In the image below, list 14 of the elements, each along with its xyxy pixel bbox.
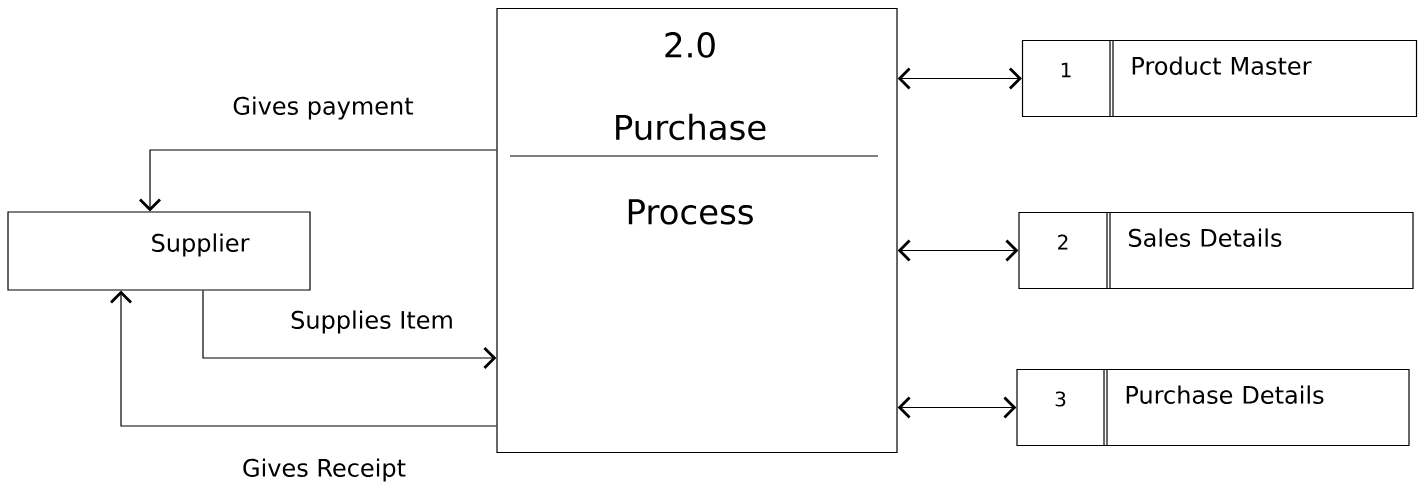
edge-label: Gives Receipt [240, 456, 408, 484]
process-box: 2.0 Purchase Process [496, 7, 898, 454]
data-store: 2 Sales Details [1018, 211, 1414, 290]
arrow [139, 149, 497, 212]
data-store: 3 Purchase Details [1016, 368, 1410, 447]
entity-label: Supplier [152, 233, 250, 257]
edge-label: Gives payment [230, 94, 416, 122]
arrow [110, 290, 497, 427]
arrow [897, 67, 1022, 90]
arrow [897, 239, 1019, 262]
data-store: 1 Product Master [1021, 39, 1418, 118]
arrow [202, 290, 497, 369]
edge-label: Supplies Item [288, 308, 456, 336]
arrow [897, 396, 1017, 419]
